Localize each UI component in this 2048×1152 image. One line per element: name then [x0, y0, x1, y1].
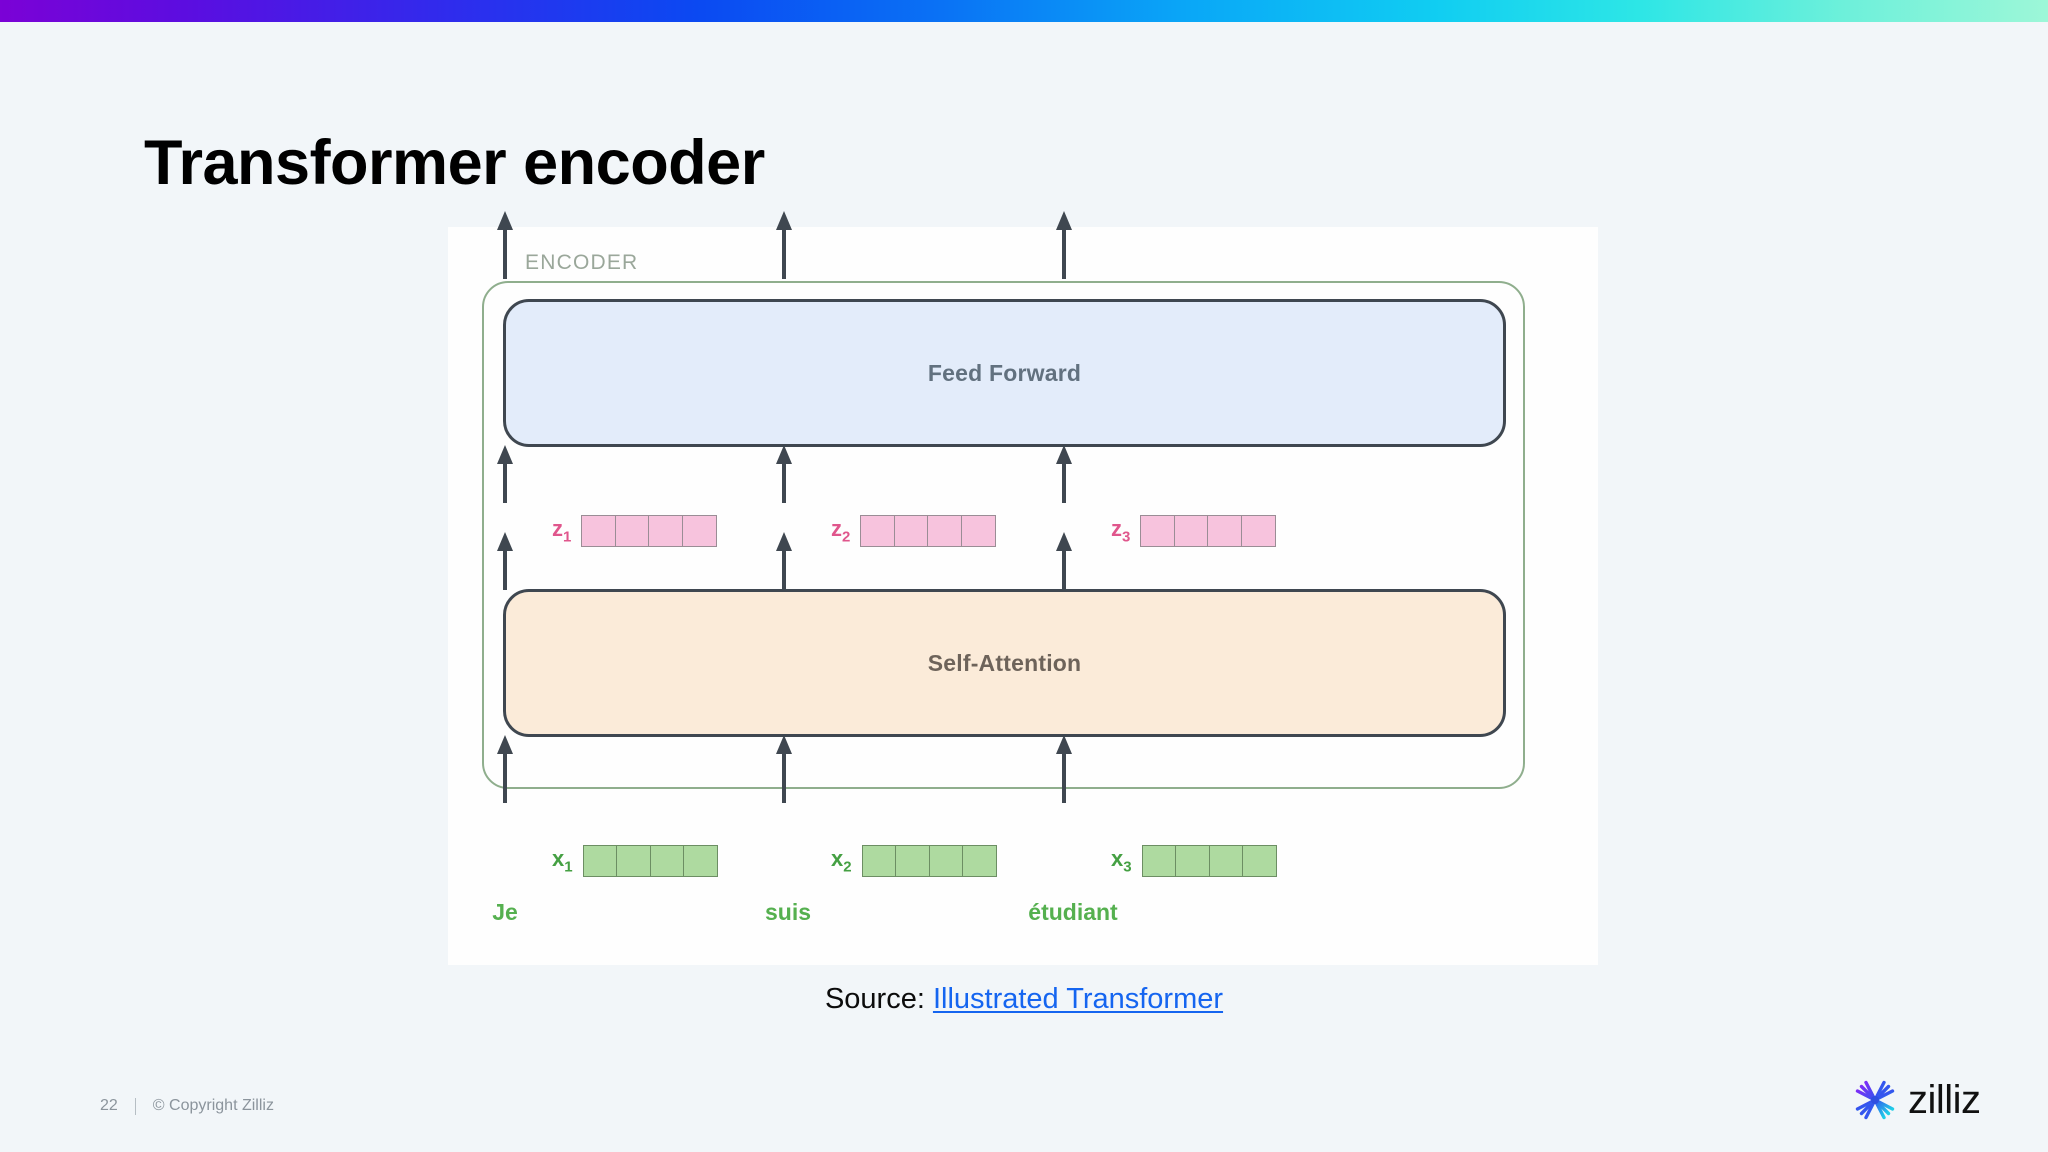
input-word-1: Je	[492, 899, 518, 925]
vector-cell	[895, 845, 931, 877]
vector-cell	[1175, 845, 1211, 877]
arrow-x-to-sa-2	[773, 735, 795, 803]
self-attention-block: Self-Attention	[503, 589, 1506, 737]
vector-cell	[616, 845, 652, 877]
input-word-2: suis	[764, 899, 812, 925]
vector-cell	[962, 845, 998, 877]
zilliz-logo: zilliz	[1852, 1077, 1981, 1123]
encoder-label: ENCODER	[525, 251, 639, 274]
feed-forward-block: Feed Forward	[503, 299, 1506, 447]
vector-cell	[581, 515, 617, 547]
accent-gradient-bar	[0, 0, 2048, 22]
vector-cell	[648, 515, 684, 547]
arrow-output-2	[773, 211, 795, 279]
slide-footer: 22 © Copyright Zilliz	[100, 1097, 274, 1115]
arrow-x-to-sa-3	[1053, 735, 1075, 803]
z-vector-2-cells	[860, 515, 996, 547]
vector-cell	[1240, 515, 1276, 547]
z-vector-1-label: z1	[552, 516, 572, 546]
encoder-boundary-box	[482, 281, 1525, 789]
footer-divider	[134, 1097, 136, 1115]
x-vector-1-label: x1	[552, 846, 573, 876]
arrow-z-to-ff-1	[494, 445, 516, 503]
zilliz-wordmark: zilliz	[1908, 1078, 1981, 1122]
vector-cell	[1242, 845, 1278, 877]
vector-cell	[681, 515, 717, 547]
x-vector-3: x3	[1111, 845, 1278, 877]
x-vector-2-cells	[861, 845, 998, 877]
z-vector-1-cells	[581, 515, 717, 547]
arrow-sa-to-z-1	[494, 532, 516, 590]
arrow-z-to-ff-2	[773, 445, 795, 503]
arrow-sa-to-z-2	[773, 532, 795, 590]
vector-cell	[928, 845, 964, 877]
vector-cell	[1173, 515, 1209, 547]
page-title: Transformer encoder	[144, 128, 765, 199]
source-prefix: Source:	[824, 983, 933, 1015]
vector-cell	[1140, 515, 1176, 547]
x-vector-3-label: x3	[1111, 846, 1132, 876]
z-vector-3-cells	[1140, 515, 1276, 547]
starburst-icon	[1852, 1077, 1898, 1123]
vector-cell	[614, 515, 650, 547]
x-vector-3-cells	[1141, 845, 1278, 877]
vector-cell	[893, 515, 929, 547]
vector-cell	[927, 515, 963, 547]
z-vector-2-label: z2	[831, 516, 851, 546]
vector-cell	[649, 845, 685, 877]
x-vector-2-label: x2	[831, 846, 852, 876]
x-vector-2: x2	[831, 845, 998, 877]
arrow-output-1	[494, 211, 516, 279]
page-number: 22	[100, 1097, 118, 1114]
arrow-output-3	[1053, 211, 1075, 279]
x-vector-1: x1	[552, 845, 719, 877]
z-vector-1: z1	[552, 515, 717, 547]
source-caption: Source: Illustrated Transformer	[0, 983, 2048, 1016]
x-vector-1-cells	[582, 845, 719, 877]
vector-cell	[1141, 845, 1177, 877]
self-attention-label: Self-Attention	[927, 649, 1082, 676]
vector-cell	[960, 515, 996, 547]
vector-cell	[1208, 845, 1244, 877]
arrow-z-to-ff-3	[1053, 445, 1075, 503]
arrow-sa-to-z-3	[1053, 532, 1075, 590]
vector-cell	[683, 845, 719, 877]
illustrated-transformer-link[interactable]: Illustrated Transformer	[932, 983, 1224, 1015]
arrow-x-to-sa-1	[494, 735, 516, 803]
z-vector-3-label: z3	[1111, 516, 1131, 546]
copyright-text: © Copyright Zilliz	[152, 1097, 274, 1114]
z-vector-3: z3	[1111, 515, 1276, 547]
vector-cell	[1207, 515, 1243, 547]
feed-forward-label: Feed Forward	[927, 359, 1082, 386]
z-vector-2: z2	[831, 515, 996, 547]
vector-cell	[861, 845, 897, 877]
vector-cell	[860, 515, 896, 547]
transformer-encoder-diagram: ENCODER Feed Forward Self-Attention	[448, 211, 1598, 965]
input-word-3: étudiant	[1028, 899, 1118, 925]
vector-cell	[582, 845, 618, 877]
